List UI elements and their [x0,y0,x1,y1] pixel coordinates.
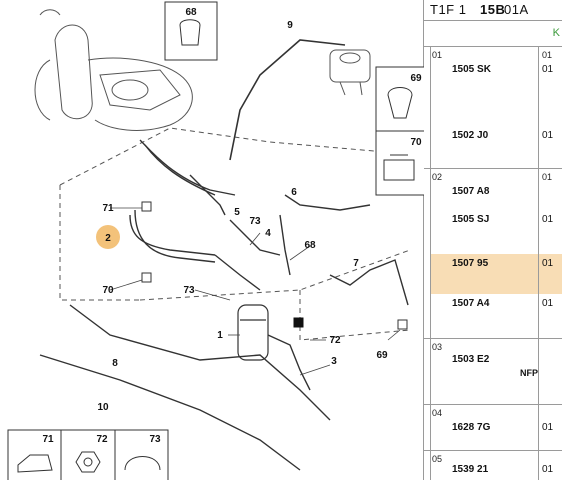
pipe-6 [284,194,371,211]
part-ref-3[interactable]: 1507 A8 [452,186,490,197]
group-divider-1 [424,168,562,169]
col-divider-1 [430,46,431,480]
nut-72-icon [75,451,101,473]
dashed-boundary-left [59,185,140,301]
group-divider-3 [424,404,562,405]
callout-9: 9 [287,20,293,31]
callout-68-top: 68 [185,7,197,18]
pipe-8 [69,304,331,421]
part-ref-6[interactable]: 1507 A4 [452,298,490,309]
callout-73-b: 73 [183,285,195,296]
col-group-02: 01 [542,172,553,182]
legend-72-number: 72 [96,434,108,445]
callout-1: 1 [217,330,223,341]
pipe-bundle [129,139,281,291]
callout-5: 5 [234,207,240,218]
callout-69-bottom: 69 [376,350,388,361]
callout-3: 3 [331,356,337,367]
leader-lines [109,207,401,376]
fuel-tank [34,9,193,131]
callout-6: 6 [291,187,297,198]
ref-part3: 01A [504,2,529,17]
part-note-7: NFP [520,368,538,378]
callout-2-highlight [96,225,120,249]
clamp-73-icon [124,456,161,471]
marker-72 [293,317,304,328]
dashed-boundary-mid [139,249,411,301]
dashed-boundary-top [59,127,421,186]
callout-4: 4 [265,228,271,239]
filter-1 [237,304,269,361]
callout-71: 71 [102,203,114,214]
part-ref-8[interactable]: 1628 7G [452,422,491,433]
group-divider-4 [424,450,562,451]
part-qty-5: 01 [542,258,554,269]
part-qty-1: 01 [542,64,554,75]
pipe-10 [39,354,301,471]
reference-header: T1F 1 15B 01A [424,0,562,21]
part-ref-5[interactable]: 1507 95 [452,258,489,269]
group-05: 05 [432,454,443,464]
marker-71 [141,201,152,212]
part-ref-1[interactable]: 1505 SK [452,64,491,75]
pipe-9 [229,39,346,161]
part-qty-8: 01 [542,422,554,433]
canister-assembly [329,49,371,96]
part-qty-2: 01 [542,130,554,141]
clip-69-icon [387,87,413,119]
highlight-row [430,254,562,294]
pipe-3 [267,334,311,391]
part-ref-9[interactable]: 1539 21 [452,464,489,475]
legend-73-number: 73 [149,434,161,445]
pipe-6b [279,214,291,276]
pipe-7 [329,259,409,306]
dashed-boundary-right [299,290,411,341]
subheader-text: K [552,27,560,39]
callout-7: 7 [353,258,359,269]
col-divider-2 [538,46,539,480]
callout-73-a: 73 [249,216,261,227]
clip-71-icon [17,454,53,473]
group-02: 02 [432,172,443,182]
callout-10: 10 [97,402,109,413]
callout-8: 8 [112,358,118,369]
callout-72: 72 [329,335,341,346]
part-qty-4: 01 [542,214,554,225]
group-divider-2 [424,338,562,339]
group-01: 01 [432,50,443,60]
diagram-svg: 68 9 69 70 71 2 5 73 4 6 68 7 70 73 1 72… [7,1,424,480]
callout-68-mid: 68 [304,240,316,251]
clip-68-icon [179,19,201,46]
callout-69-right: 69 [410,73,422,84]
callout-70-left: 70 [102,285,114,296]
nut-72-hole-icon [83,457,93,467]
marker-69 [397,319,408,330]
col-group-01: 01 [542,50,553,60]
part-ref-2[interactable]: 1502 J0 [452,130,489,141]
part-qty-9: 01 [542,464,554,475]
detail-box-68 [164,1,218,61]
ref-part1: T1F 1 [430,2,467,17]
clip-70-icon [383,154,415,181]
ref-part2: 15B [480,2,506,17]
callout-2: 2 [105,233,111,244]
group-04: 04 [432,408,443,418]
part-qty-6: 01 [542,298,554,309]
part-ref-7[interactable]: 1503 E2 [452,354,490,365]
part-ref-4[interactable]: 1505 SJ [452,214,490,225]
callout-70-right: 70 [410,137,422,148]
group-03: 03 [432,342,443,352]
parts-list: T1F 1 15B 01A K 01 02 03 04 05 01 01 150… [424,0,562,480]
marker-70 [141,272,152,283]
exploded-diagram: 68 9 69 70 71 2 5 73 4 6 68 7 70 73 1 72… [7,0,424,480]
legend-71-number: 71 [42,434,54,445]
subheader: K [424,20,562,47]
